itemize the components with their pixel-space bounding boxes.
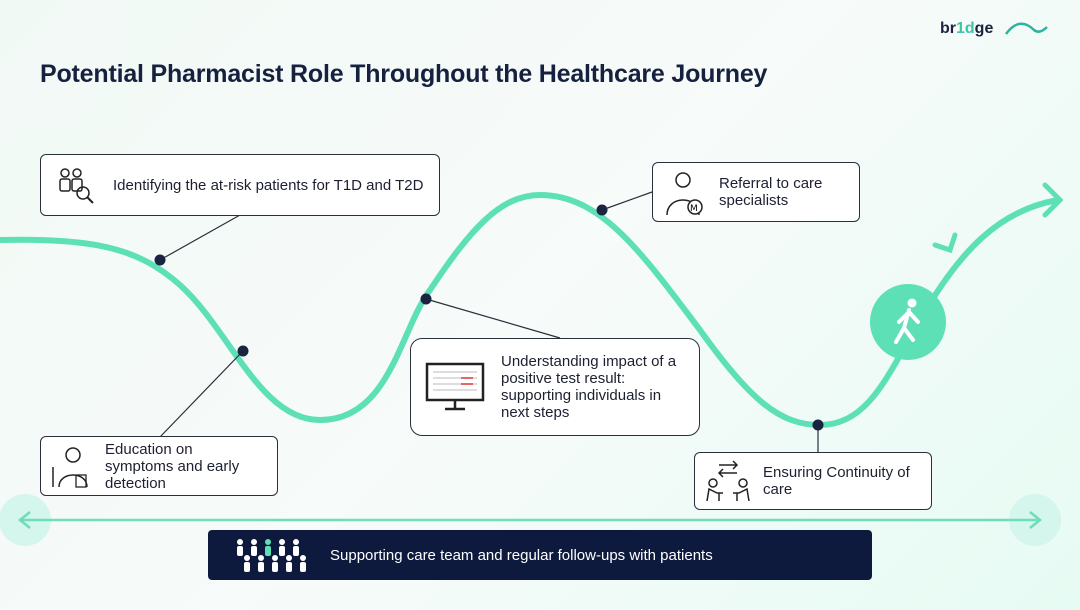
family-search-icon [59,168,94,204]
step-referral: M Referral to care specialists [652,162,860,222]
step-identifying-at-risk: Identifying the at-risk patients for T1D… [40,154,440,216]
page-title: Potential Pharmacist Role Throughout the… [40,60,768,88]
walking-person-icon [870,284,946,360]
people-group-icon [237,539,306,572]
journey-arrowhead [1042,182,1064,218]
bridge-logo: br1dge [940,20,1049,38]
step-label: Education on symptoms and early detectio… [105,440,240,492]
step-understanding-impact: Understanding impact of a positive test … [410,338,700,436]
journey-path [0,191,1061,429]
svg-text:M: M [690,204,698,214]
support-banner: Supporting care team and regular follow-… [208,530,872,580]
pharmacist-icon [52,447,88,488]
step-label: Identifying the at-risk patients for T1D… [113,176,424,194]
consultation-icon [706,460,750,502]
doctor-icon: M [666,172,703,216]
step-continuity: Ensuring Continuity of care [694,452,932,510]
step-label: Understanding impact of a positive test … [501,353,677,421]
support-label: Supporting care team and regular follow-… [330,546,713,564]
monitor-results-icon [425,362,485,411]
milestone-dots [154,204,824,431]
step-label: Ensuring Continuity of care [763,464,910,498]
step-education: Education on symptoms and early detectio… [40,436,278,496]
step-label: Referral to care specialists [719,175,823,209]
